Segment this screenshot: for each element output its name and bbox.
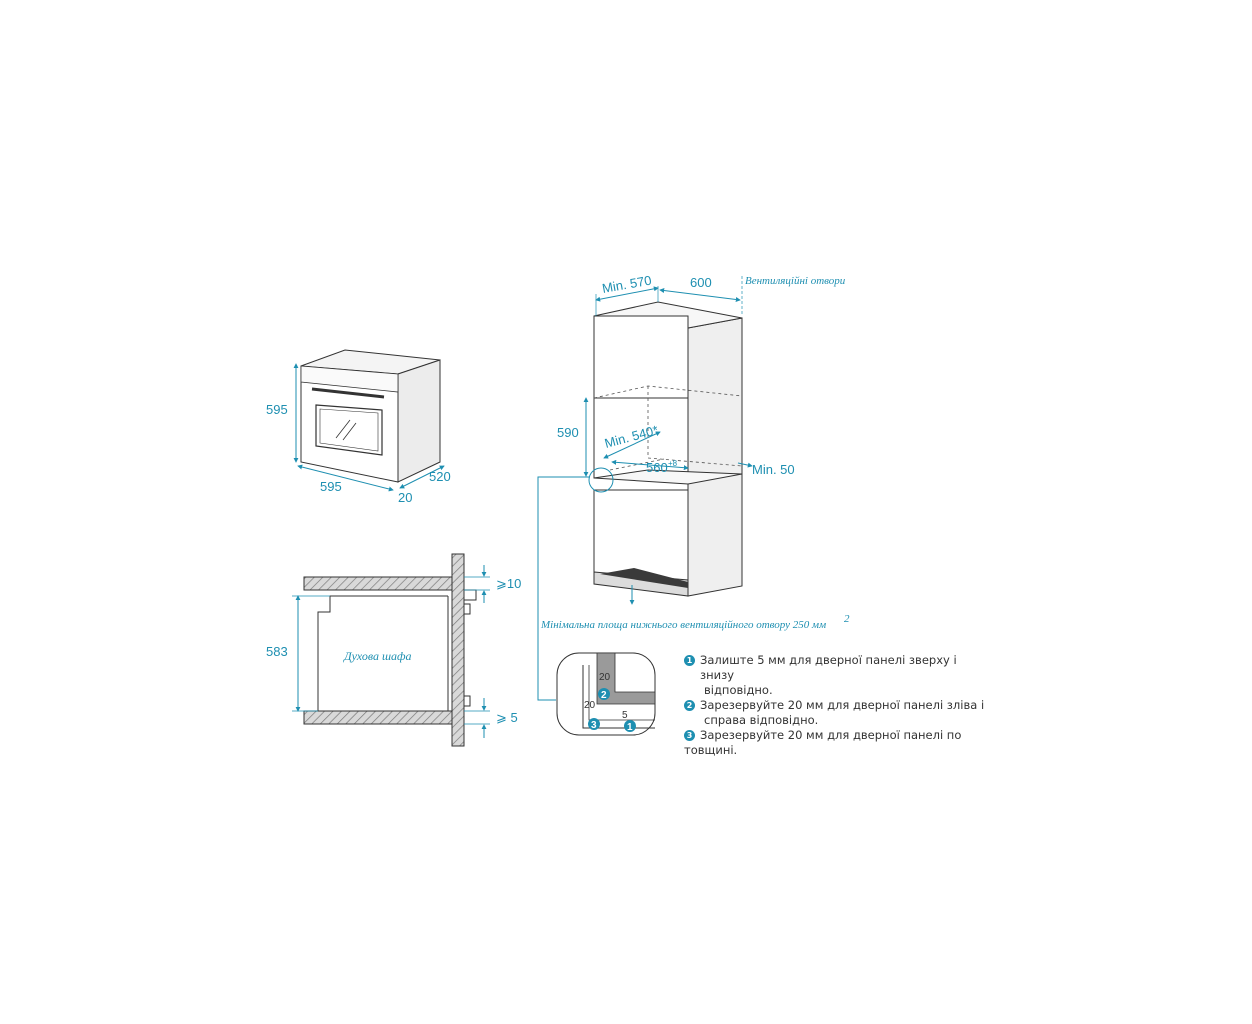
oven-body-outline xyxy=(317,595,448,711)
niche-height-label: 590 xyxy=(557,425,579,440)
section-height-label: 583 xyxy=(266,644,288,659)
svg-text:1: 1 xyxy=(627,722,633,733)
legend-number-badge: 1 xyxy=(684,655,695,666)
oven-front-label: 20 xyxy=(398,490,412,505)
cabinet-view: Min. 570 600 Вентиляційні отвори 590 Min… xyxy=(537,273,850,701)
section-view: Духова шафа 583 ⩾10 ⩾ 5 xyxy=(266,553,521,747)
detail-marker-1 xyxy=(624,720,636,732)
legend-text-continued: справа відповідно. xyxy=(704,713,819,727)
legend-text-continued: товщині. xyxy=(684,743,738,757)
oven-handle xyxy=(311,387,385,399)
niche-width-label: 560 xyxy=(646,460,668,475)
detail-view: 20 20 5 2 3 1 xyxy=(556,652,656,736)
rear-gap-label: Min. 50 xyxy=(752,462,795,477)
legend-text: Зарезервуйте 20 мм для дверної панелі по xyxy=(700,728,962,742)
detail-marker-3 xyxy=(588,718,600,730)
oven-width-label: 595 xyxy=(320,479,342,494)
cabinet-depth-label: 600 xyxy=(690,275,712,290)
legend-text: Залиште 5 мм для дверної панелі зверху і… xyxy=(700,653,957,682)
svg-text:2: 2 xyxy=(601,690,607,701)
bottom-vent-superscript: 2 xyxy=(844,613,850,625)
legend: 1 Залиште 5 мм для дверної панелі зверху… xyxy=(684,653,994,758)
cabinet-min-width-label: Min. 570 xyxy=(601,273,653,296)
oven-window xyxy=(315,404,383,456)
legend-item: 3 Зарезервуйте 20 мм для дверної панелі … xyxy=(684,728,994,758)
legend-number-badge: 2 xyxy=(684,700,695,711)
detail-dim-top: 20 xyxy=(599,672,611,683)
oven-height-label: 595 xyxy=(266,402,288,417)
detail-dim-left: 20 xyxy=(584,700,596,711)
bottom-shelf xyxy=(303,710,453,725)
detail-callout-circle xyxy=(588,467,614,493)
top-shelf xyxy=(303,576,453,591)
vent-label: Вентиляційні отвори xyxy=(745,275,846,287)
detail-dim-bottom: 5 xyxy=(622,710,628,721)
front-panel xyxy=(451,553,465,747)
legend-item: 1 Залиште 5 мм для дверної панелі зверху… xyxy=(684,653,994,698)
oven-depth-label: 520 xyxy=(429,469,451,484)
legend-text-continued: відповідно. xyxy=(704,683,773,697)
cabinet-lower-panel xyxy=(593,489,689,583)
legend-item: 2 Зарезервуйте 20 мм для дверної панелі … xyxy=(684,698,994,728)
niche-width-tolerance: +8 xyxy=(668,459,678,468)
detail-marker-2 xyxy=(598,688,610,700)
legend-number-badge: 3 xyxy=(684,730,695,741)
legend-text: Зарезервуйте 20 мм для дверної панелі зл… xyxy=(700,698,985,712)
oven-side xyxy=(397,359,441,483)
top-gap-label: ⩾10 xyxy=(496,576,521,591)
svg-text:3: 3 xyxy=(591,720,597,731)
bottom-vent-label: Мінімальна площа нижнього вентиляційного… xyxy=(540,619,826,631)
oven-view: 595 595 520 20 xyxy=(266,349,451,505)
bottom-gap-label: ⩾ 5 xyxy=(496,710,518,725)
cabinet-upper-panel xyxy=(593,315,689,413)
cabinet-section-label: Духова шафа xyxy=(343,649,412,663)
